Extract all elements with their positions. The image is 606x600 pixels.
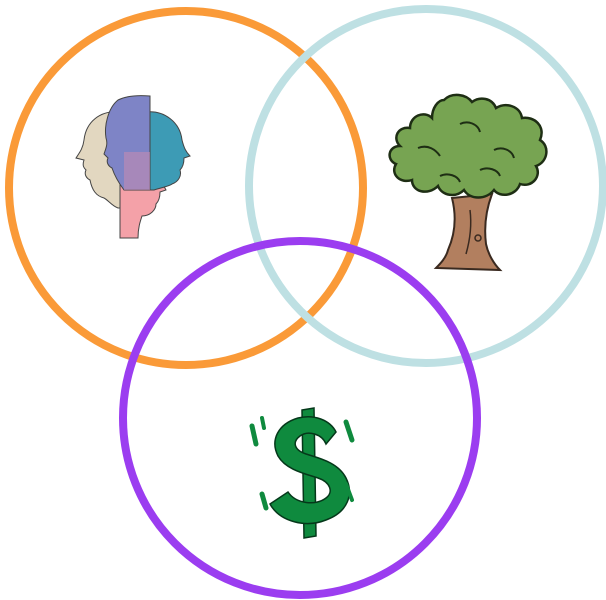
planet-circle	[245, 5, 606, 367]
dollar-sign-icon	[249, 407, 355, 539]
tree-icon	[388, 93, 548, 272]
profit-circle	[119, 237, 481, 599]
people-circle	[5, 7, 367, 369]
people-silhouettes-icon	[75, 95, 191, 239]
